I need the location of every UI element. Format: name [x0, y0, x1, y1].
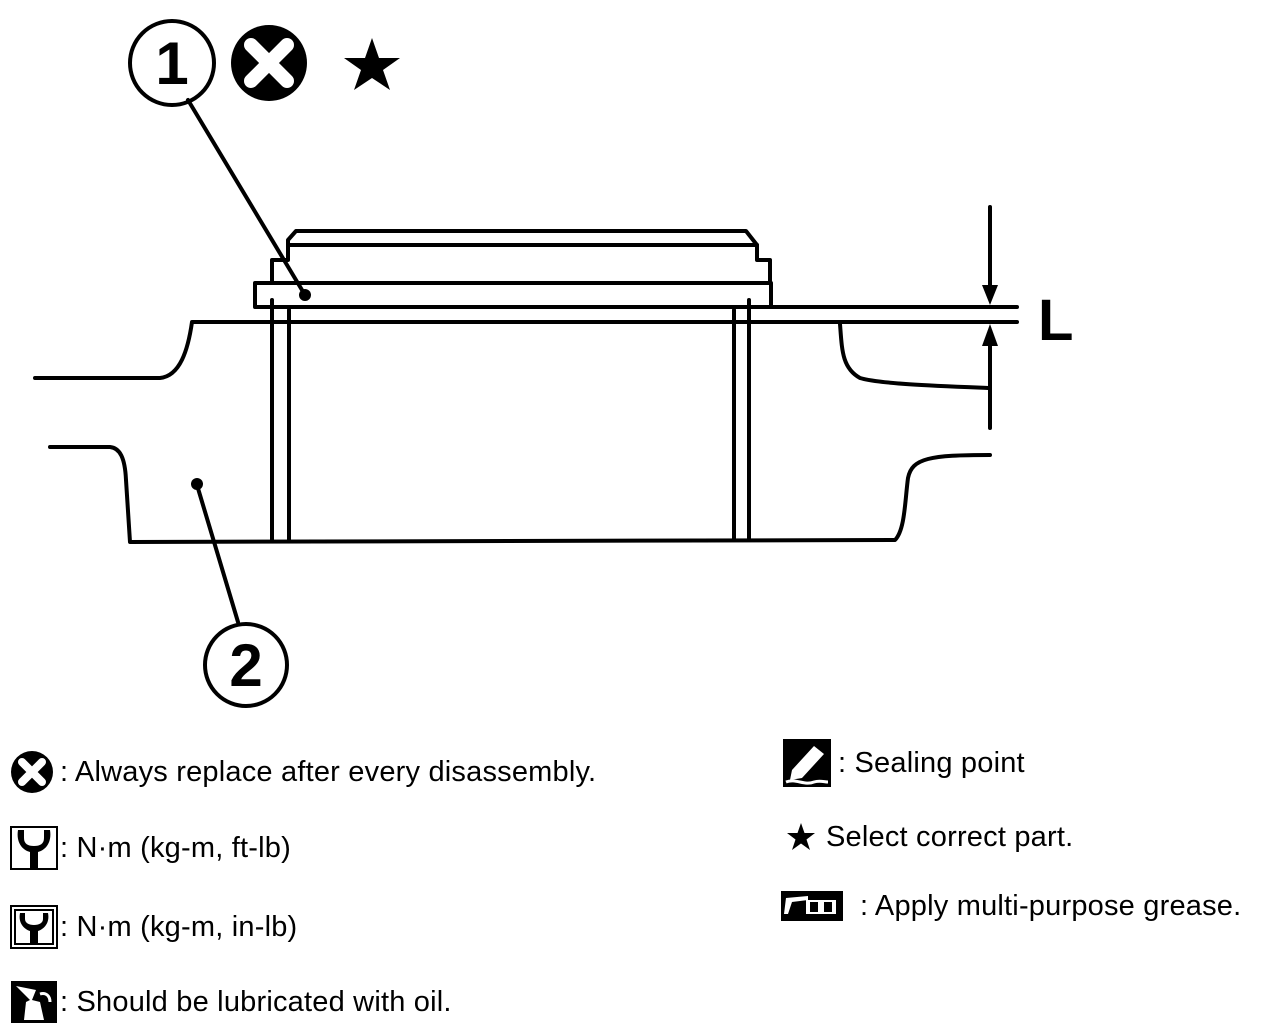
callout-circle-2 [203, 622, 289, 708]
arrowhead-down [982, 285, 998, 305]
dimension-label: L [1038, 288, 1073, 353]
legend-text-sealing: : Sealing point [838, 746, 1025, 779]
arrowhead-up [982, 324, 998, 346]
replace-icon [11, 751, 53, 793]
leader-line-1 [186, 98, 307, 297]
housing-outline-upper-left [33, 320, 992, 380]
housing-outline-lower [48, 445, 992, 544]
torque-wrench-icon [10, 826, 58, 870]
star-icon [787, 823, 815, 850]
legend-item-select-part: Select correct part. [786, 815, 1073, 859]
oil-can-icon [11, 981, 57, 1023]
seal-flange [253, 281, 773, 309]
leader-line-2 [195, 483, 240, 624]
legend-item-torque-in-lb: : N·m (kg-m, in-lb) [10, 905, 297, 949]
legend-text-oil: : Should be lubricated with oil. [60, 985, 452, 1018]
callout-circle-1 [128, 19, 216, 107]
seal-body [270, 229, 772, 285]
sealant-icon [783, 739, 831, 787]
legend-item-replace: : Always replace after every disassembly… [10, 750, 596, 794]
legend-item-oil: : Should be lubricated with oil. [10, 980, 452, 1024]
legend-text-torque-ft-lb: : N·m (kg-m, ft-lb) [60, 831, 291, 864]
callout-number-2: 2 [229, 632, 262, 699]
legend-text-torque-in-lb: : N·m (kg-m, in-lb) [60, 910, 298, 943]
legend-text-grease: : Apply multi-purpose grease. [860, 889, 1242, 922]
housing-outline-upper-right [838, 322, 992, 390]
star-icon [344, 38, 400, 90]
seal-installation-diagram: 1 2 L [33, 19, 1073, 708]
grease-gun-icon [781, 891, 843, 921]
legend-text-replace: : Always replace after every disassembly… [60, 755, 597, 788]
legend-item-torque-ft-lb: : N·m (kg-m, ft-lb) [10, 826, 291, 870]
legend-item-sealing: : Sealing point [782, 738, 1025, 788]
callout-number-1: 1 [155, 30, 188, 97]
legend-item-grease: : Apply multi-purpose grease. [780, 884, 1241, 928]
replace-icon [231, 25, 307, 101]
torque-wrench-small-icon [10, 905, 58, 949]
legend-text-select-part: Select correct part. [826, 820, 1074, 853]
